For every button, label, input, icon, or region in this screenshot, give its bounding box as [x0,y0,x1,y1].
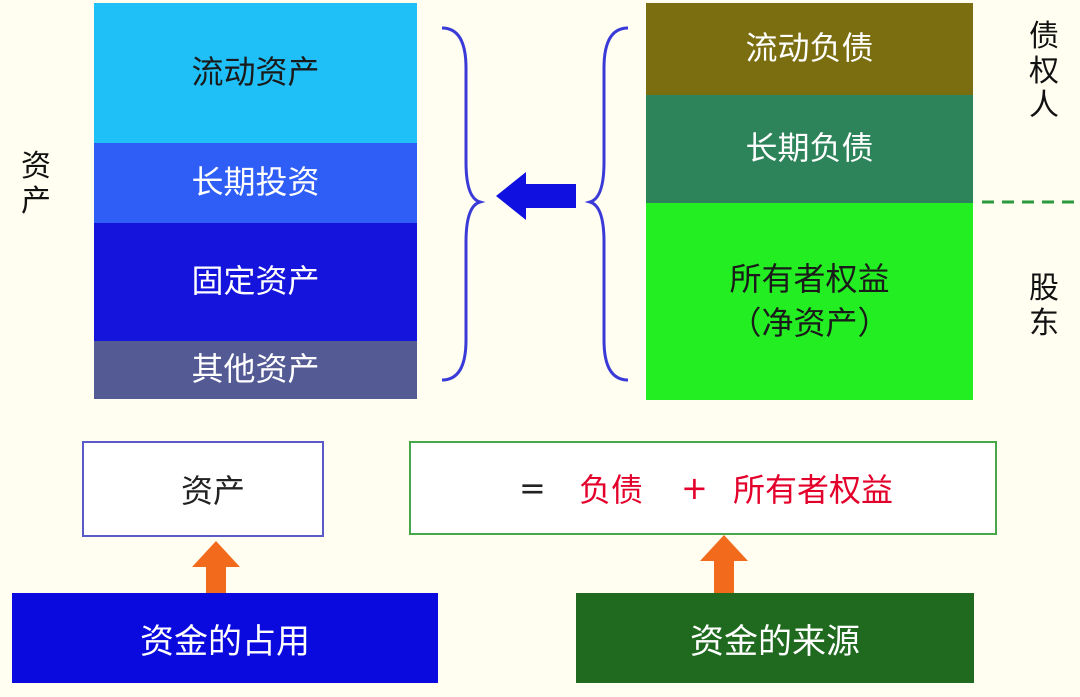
long-term-investment-label: 长期投资 [191,163,320,202]
source-of-funds-bar: 资金的来源 [576,593,974,683]
long-term-liabilities-block: 长期负债 [646,95,973,203]
equation-assets-box: 资产 [82,441,324,537]
fixed-assets-block: 固定资产 [94,223,417,341]
equation-liabilities-text: 负债 [579,471,644,509]
current-liabilities-label: 流动负债 [745,29,874,68]
net-assets-label: （净资产） [729,303,890,342]
other-assets-block: 其他资产 [94,341,417,399]
source-of-funds-label: 资金的来源 [690,621,860,662]
up-arrow-left-icon [192,541,240,603]
dashed-divider [982,200,1078,204]
owners-equity-label: 所有者权益 [729,260,890,299]
long-term-investment-block: 长期投资 [94,143,417,223]
left-facing-brace-icon [584,26,629,382]
use-of-funds-label: 资金的占用 [140,621,310,662]
assets-side-label: 资产 [21,149,51,219]
current-assets-block: 流动资产 [94,3,417,143]
long-term-liabilities-label: 长期负债 [745,129,874,168]
equals-sign: = [519,469,546,507]
creditor-label: 债权人 [1029,19,1059,123]
fixed-assets-label: 固定资产 [191,262,320,301]
owners-equity-block: 所有者权益 （净资产） [646,203,973,400]
right-facing-brace-icon [441,26,486,382]
shareholder-label: 股东 [1029,271,1059,341]
brace-arrow-graphic [441,26,629,382]
plus-sign: + [681,469,708,507]
current-liabilities-block: 流动负债 [646,3,973,95]
use-of-funds-bar: 资金的占用 [12,593,438,683]
equation-equity-text: 所有者权益 [733,471,894,509]
current-assets-label: 流动资产 [191,53,320,92]
other-assets-label: 其他资产 [191,350,320,389]
left-arrow-icon [496,172,576,220]
equation-sources-box: = 负债 + 所有者权益 [409,441,997,535]
up-arrow-right-icon [700,535,748,597]
equation-assets-text: 资产 [180,472,245,510]
